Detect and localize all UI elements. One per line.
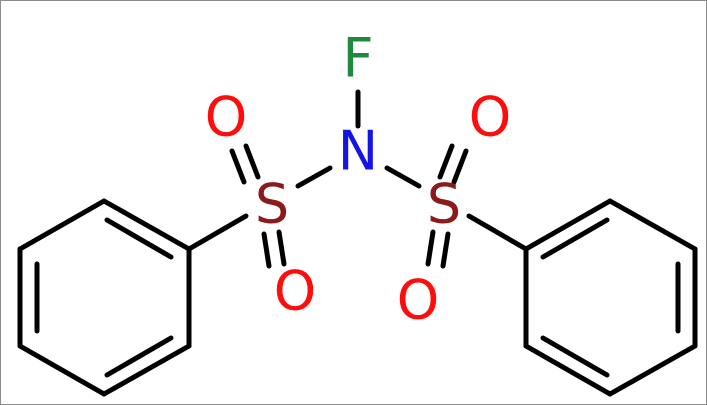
atom-oxygen-left-bottom: O bbox=[274, 260, 317, 323]
atom-sulfur-left: S bbox=[255, 173, 289, 236]
bond-nitrogen-right-sulfur bbox=[384, 165, 422, 189]
bond-left-ring-sulfur bbox=[186, 213, 249, 252]
bond bbox=[17, 343, 107, 397]
right-benzene-ring bbox=[523, 198, 698, 397]
bond bbox=[229, 148, 247, 185]
bond bbox=[243, 143, 261, 180]
atom-oxygen-left-top: O bbox=[205, 86, 248, 149]
bond bbox=[101, 198, 192, 252]
bond bbox=[607, 198, 698, 252]
bond bbox=[104, 217, 174, 260]
bond bbox=[437, 143, 455, 180]
bond bbox=[523, 198, 613, 252]
bond-left-sulfur-nitrogen bbox=[295, 165, 333, 189]
left-benzene-ring bbox=[17, 198, 192, 397]
left-sulfur-oxygen-double-bonds bbox=[229, 143, 287, 269]
atom-fluorine: F bbox=[342, 27, 373, 90]
bond bbox=[540, 335, 610, 378]
bond bbox=[540, 217, 610, 260]
atom-nitrogen: N bbox=[338, 120, 378, 183]
atom-sulfur-right: S bbox=[427, 173, 461, 236]
right-sulfur-oxygen-double-bonds bbox=[425, 143, 469, 269]
bond bbox=[17, 198, 107, 252]
bond bbox=[425, 229, 436, 267]
bond bbox=[451, 148, 469, 185]
bond bbox=[101, 343, 192, 397]
bond bbox=[440, 231, 451, 269]
bond bbox=[276, 229, 287, 267]
atom-oxygen-right-bottom: O bbox=[397, 269, 440, 332]
bond bbox=[523, 343, 613, 397]
bond bbox=[607, 343, 698, 397]
bond-right-ring-sulfur bbox=[466, 213, 529, 252]
bond bbox=[104, 335, 174, 378]
bond bbox=[261, 231, 272, 269]
atom-oxygen-right-top: O bbox=[469, 86, 512, 149]
